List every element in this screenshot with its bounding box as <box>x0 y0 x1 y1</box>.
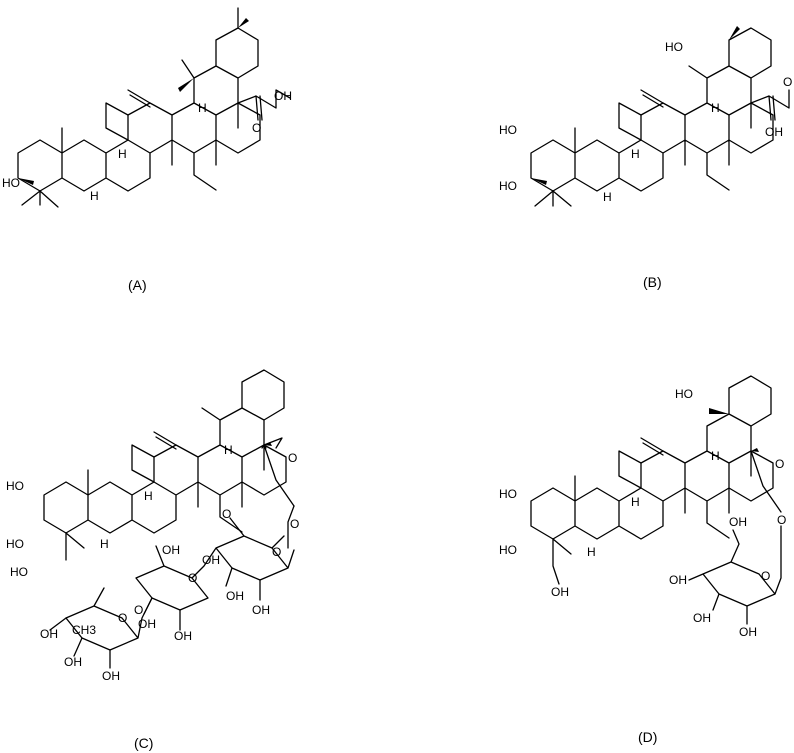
atom-label-glc-ring-o: O <box>272 545 281 559</box>
wedge-bond <box>238 18 249 28</box>
wedge-bond <box>709 408 729 414</box>
wedge-bond <box>178 78 194 92</box>
atom-label-o: O <box>290 517 299 531</box>
atom-label-glc2-ring-o: O <box>188 571 197 585</box>
panel-label-c: (C) <box>134 735 153 751</box>
atom-label-acid-o: O <box>783 75 792 89</box>
wedge-bond <box>531 178 547 185</box>
atom-label-oh: OH <box>226 589 244 603</box>
atom-label-ch3: CH3 <box>72 623 96 637</box>
panel-a-structure: OH O HO H H H <box>2 7 292 208</box>
atom-label-oh: OH <box>739 625 757 639</box>
panel-c-structure: O O HO HO HO H H H O OH OH O OH O OH O O… <box>6 369 299 683</box>
atom-label-oh: OH <box>102 669 120 683</box>
atom-label-ho: HO <box>499 123 517 137</box>
wedge-bond <box>751 448 759 452</box>
atom-label-acid-oh: OH <box>274 89 292 103</box>
atom-label-h: H <box>711 101 720 115</box>
atom-label-oh: OH <box>551 585 569 599</box>
atom-label-o: O <box>777 513 786 527</box>
wedge-bond <box>729 26 740 40</box>
atom-label-acid-o: O <box>252 121 261 135</box>
atom-label-ester-o: O <box>775 457 784 471</box>
atom-label-oh: OH <box>202 553 220 567</box>
atom-label-ho: HO <box>665 40 683 54</box>
wedge-bond <box>264 442 272 446</box>
atom-label-h: H <box>224 443 233 457</box>
panel-d-structure: HO O O HO HO OH H H H O OH OH OH OH <box>499 375 786 639</box>
atom-label-ho: HO <box>6 479 24 493</box>
atom-label-oh: OH <box>252 603 270 617</box>
atom-label-oh: OH <box>669 573 687 587</box>
atom-label-oh: OH <box>40 627 58 641</box>
atom-label-h: H <box>711 449 720 463</box>
atom-label-glc-ring-o: O <box>761 569 770 583</box>
atom-label-ho: HO <box>499 179 517 193</box>
atom-label-oh: OH <box>162 543 180 557</box>
atom-label-h: H <box>90 189 99 203</box>
atom-label-ho: HO <box>499 543 517 557</box>
atom-label-acid-oh: OH <box>765 125 783 139</box>
panel-label-a: (A) <box>128 277 147 293</box>
atom-label-ester-o: O <box>288 451 297 465</box>
panel-b-structure: HO O OH HO HO H H H <box>499 26 792 207</box>
atom-label-h: H <box>144 489 153 503</box>
panel-label-d: (D) <box>638 729 657 745</box>
atom-label-h: H <box>603 190 612 204</box>
atom-label-rha-ring-o: O <box>118 611 127 625</box>
atom-label-h: H <box>631 147 640 161</box>
atom-label-oh: OH <box>729 515 747 529</box>
atom-label-oh: OH <box>138 617 156 631</box>
atom-label-ho: HO <box>675 387 693 401</box>
atom-label-h: H <box>198 101 207 115</box>
atom-label-ho: HO <box>499 487 517 501</box>
atom-label-oh: OH <box>693 611 711 625</box>
atom-label-ho: HO <box>6 537 24 551</box>
atom-label-ho: HO <box>10 565 28 579</box>
atom-label-h: H <box>118 147 127 161</box>
atom-label-o: O <box>222 507 231 521</box>
atom-label-h: H <box>631 495 640 509</box>
atom-label-h: H <box>100 537 109 551</box>
atom-label-h: H <box>587 545 596 559</box>
panel-label-b: (B) <box>643 274 662 290</box>
atom-label-ho: HO <box>2 176 20 190</box>
atom-label-o: O <box>134 603 143 617</box>
wedge-bond <box>18 178 34 185</box>
atom-label-oh: OH <box>64 655 82 669</box>
atom-label-oh: OH <box>174 629 192 643</box>
